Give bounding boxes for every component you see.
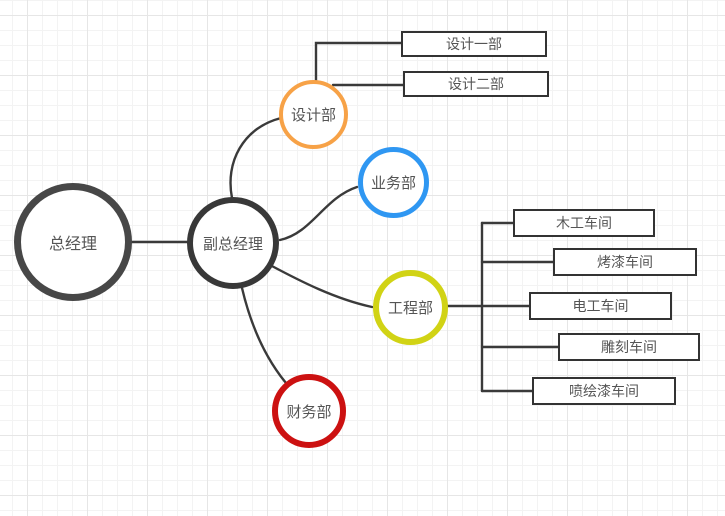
node-label: 工程部 xyxy=(387,300,433,317)
node-deputy-general-manager[interactable]: 副总经理 xyxy=(187,197,279,289)
node-design-dept[interactable]: 设计部 xyxy=(279,80,348,149)
node-label: 木工车间 xyxy=(556,215,612,231)
node-label: 雕刻车间 xyxy=(601,339,657,355)
node-business-dept[interactable]: 业务部 xyxy=(358,147,429,218)
node-carving-workshop[interactable]: 雕刻车间 xyxy=(558,333,700,361)
edge-vgm-business xyxy=(278,185,359,242)
node-design-section-2[interactable]: 设计二部 xyxy=(403,71,549,97)
node-paint-baking-workshop[interactable]: 烤漆车间 xyxy=(553,248,697,276)
node-label: 总经理 xyxy=(48,236,97,253)
node-label: 业务部 xyxy=(370,175,416,192)
node-inkjet-paint-workshop[interactable]: 喷绘漆车间 xyxy=(532,377,676,405)
node-general-manager[interactable]: 总经理 xyxy=(14,183,132,301)
node-design-section-1[interactable]: 设计一部 xyxy=(401,31,547,57)
node-engineering-dept[interactable]: 工程部 xyxy=(373,270,448,345)
node-label: 电工车间 xyxy=(572,298,629,314)
node-label: 设计一部 xyxy=(446,36,502,52)
node-label: 设计部 xyxy=(290,107,336,124)
edge-vgm-engineering xyxy=(268,263,374,309)
node-electrician-workshop[interactable]: 电工车间 xyxy=(529,292,672,320)
node-label: 副总经理 xyxy=(202,235,263,253)
node-label: 烤漆车间 xyxy=(597,254,653,270)
edge-vgm-design xyxy=(229,116,283,200)
node-woodwork-workshop[interactable]: 木工车间 xyxy=(513,209,655,237)
node-finance-dept[interactable]: 财务部 xyxy=(272,374,346,448)
node-label: 喷绘漆车间 xyxy=(569,383,639,399)
connector-group xyxy=(128,41,560,393)
edge-design-design1 xyxy=(314,41,403,83)
edge-vgm-finance xyxy=(240,286,288,385)
node-label: 财务部 xyxy=(286,403,332,421)
node-label: 设计二部 xyxy=(448,76,504,92)
